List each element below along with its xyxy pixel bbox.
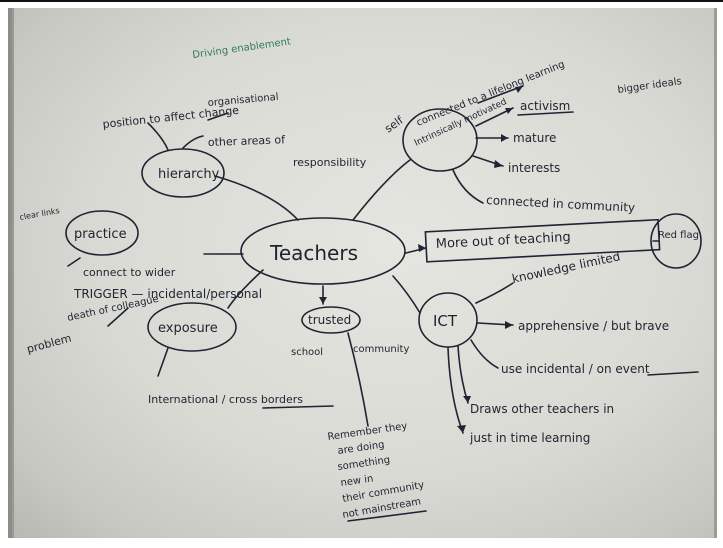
text-red-flag: Red flag	[658, 230, 699, 241]
text-international: International / cross borders	[148, 393, 303, 406]
text-hierarchy: hierarchy	[158, 167, 220, 182]
underline-cross	[262, 405, 334, 409]
text-problem: problem	[25, 332, 72, 356]
more-out-box	[424, 218, 661, 263]
text-activism: activism	[520, 99, 570, 113]
line-hierarchy	[214, 175, 299, 221]
text-remember-3: something	[337, 455, 391, 473]
line-position	[147, 122, 169, 151]
motivated-ellipse	[402, 108, 478, 172]
line-org	[207, 112, 229, 121]
text-remember-2: are doing	[337, 439, 385, 456]
exposure-ellipse	[147, 302, 237, 352]
ict-ellipse	[418, 292, 478, 348]
underline-event	[647, 371, 699, 376]
photo-mind-map: Driving enablement organisational positi…	[8, 8, 717, 538]
arrow-more	[418, 244, 426, 252]
text-interests: interests	[508, 161, 560, 175]
arrow-apprehensive	[505, 321, 513, 329]
text-teachers: Teachers	[269, 241, 358, 265]
text-draws: Draws other teachers in	[470, 402, 614, 416]
text-connect-wider: connect to wider	[83, 266, 176, 279]
underline-activism	[517, 111, 574, 116]
red-flag-ellipse	[650, 213, 702, 269]
text-ict: ICT	[433, 312, 458, 330]
hierarchy-ellipse	[141, 148, 225, 198]
underline-mainstream	[347, 510, 427, 522]
text-position: position to affect change	[102, 104, 240, 131]
paper-sheet	[12, 8, 714, 538]
line-just	[447, 347, 464, 434]
text-community: community	[353, 344, 409, 355]
line-draws	[457, 345, 469, 404]
text-connected-community: connected in community	[486, 193, 636, 215]
text-exposure: exposure	[158, 321, 218, 336]
text-self: self	[382, 113, 406, 135]
arrow-interests	[494, 160, 503, 168]
arrow-mature	[501, 134, 508, 142]
teachers-ellipse	[240, 217, 406, 285]
line-ict	[392, 275, 421, 314]
text-remember-4: new in	[340, 473, 374, 488]
text-responsibility: responsibility	[293, 156, 367, 169]
text-bigger-ideals: bigger ideals	[617, 76, 683, 96]
line-connected	[452, 169, 484, 204]
arrow-activism	[505, 108, 513, 114]
line-use	[470, 339, 499, 369]
line-lifelong	[477, 85, 524, 104]
practice-ellipse	[65, 210, 139, 256]
line-exposure	[227, 269, 264, 309]
text-mature: mature	[513, 131, 556, 145]
text-trusted: trusted	[308, 313, 351, 327]
text-just-in-time: just in time learning	[469, 431, 590, 445]
text-apprehensive: apprehensive / but brave	[518, 319, 669, 333]
line-trigger	[67, 257, 81, 267]
mind-map-drawing: Driving enablement organisational positi…	[19, 36, 702, 522]
line-motivated	[352, 159, 411, 221]
text-more-out: More out of teaching	[435, 230, 571, 252]
trusted-ellipse	[301, 306, 361, 334]
text-practice: practice	[74, 227, 127, 242]
line-international	[157, 347, 169, 377]
arrow-trusted	[319, 297, 327, 304]
line-problem	[107, 307, 129, 327]
arrow-lifelong	[515, 86, 523, 93]
line-remember	[347, 332, 369, 427]
line-knowledge	[475, 282, 514, 304]
text-clear-links: clear links	[19, 206, 61, 222]
text-other-areas: other areas of	[208, 133, 287, 149]
text-school: school	[291, 347, 323, 358]
text-trigger: TRIGGER — incidental/personal	[73, 287, 262, 301]
text-use-incidental: use incidental / on event	[501, 362, 650, 376]
arrow-draws	[463, 396, 471, 403]
top-border	[0, 0, 723, 2]
line-other-areas	[182, 135, 204, 149]
arrow-just	[457, 425, 466, 433]
text-driving: Driving enablement	[192, 36, 292, 61]
